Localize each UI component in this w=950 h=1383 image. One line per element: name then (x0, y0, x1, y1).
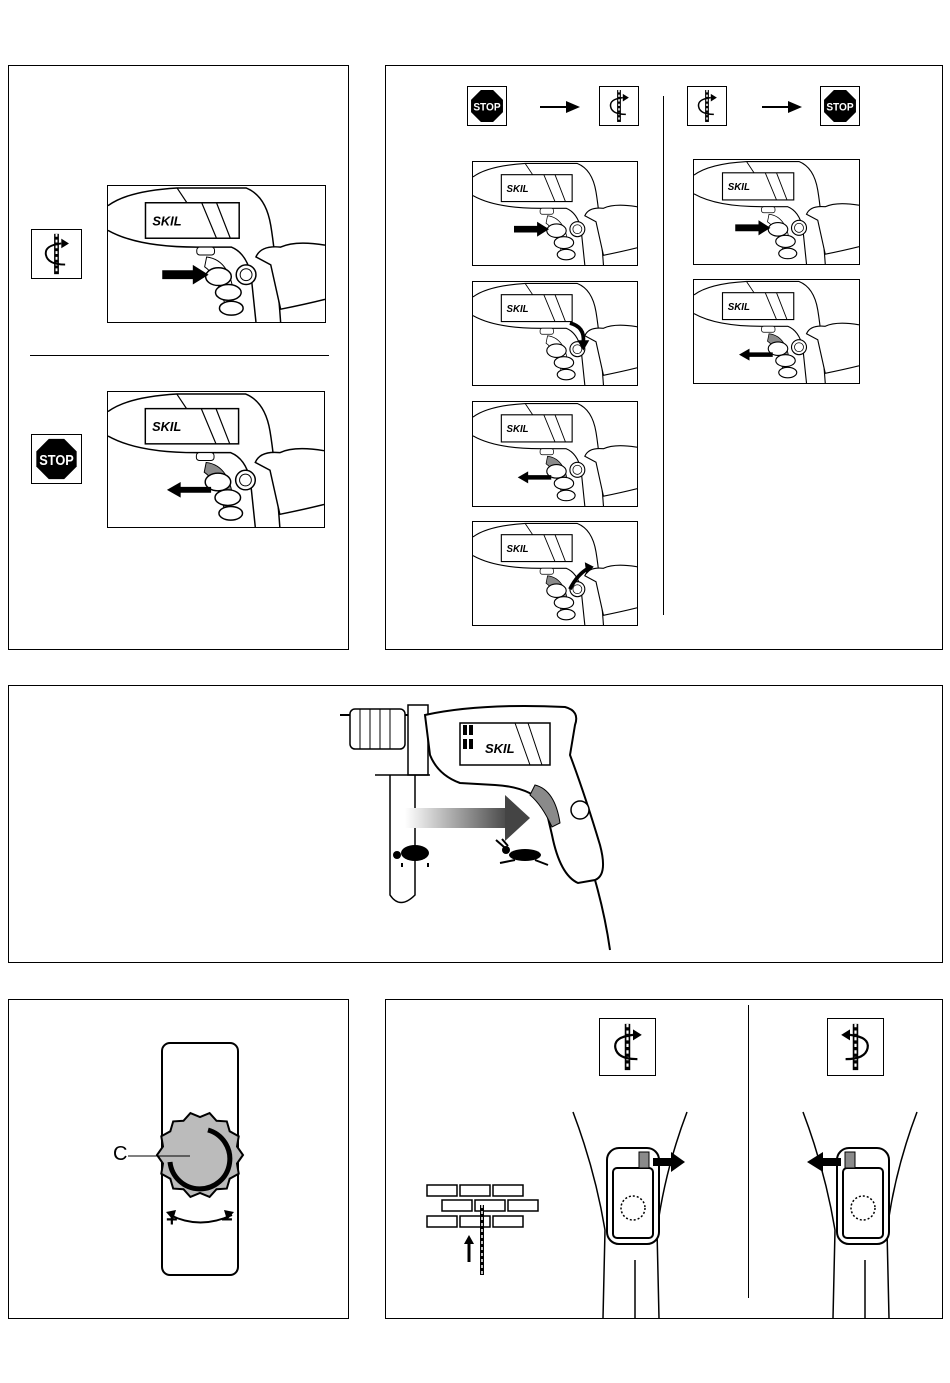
divider (663, 96, 664, 615)
arrow-right-icon (540, 101, 580, 113)
drill-trigger-release-illustration: SKIL (107, 391, 325, 528)
drill-rotate-icon (599, 1018, 656, 1076)
brand-logo: SKIL (507, 304, 529, 315)
lock-step-3-release: SKIL (472, 401, 638, 507)
drill-rotate-icon (31, 229, 82, 279)
panel-variable-speed (8, 685, 943, 963)
drill-rotate-icon (687, 86, 727, 126)
brand-logo: SKIL (152, 213, 181, 228)
speed-dial-label: C (113, 1143, 128, 1165)
lock-step-4-unlock: SKIL (472, 521, 638, 626)
stop-sign-icon: STOP (31, 434, 82, 484)
speed-plus-label: + (166, 1209, 178, 1231)
drill-rotate-reverse-icon (827, 1018, 884, 1076)
panel-switch-on-off (8, 65, 349, 650)
brand-logo: SKIL (485, 741, 515, 756)
stop-sign-icon: STOP (467, 86, 507, 126)
drill-side-illustration: SKIL (340, 704, 611, 951)
brand-logo: SKIL (152, 419, 181, 434)
panel-rotation-direction (385, 999, 943, 1319)
drill-rotate-icon (599, 86, 639, 126)
direction-switch-forward-illustration (572, 1111, 688, 1319)
speed-arrow (405, 808, 510, 828)
speed-minus-label: − (221, 1209, 233, 1231)
stop-label: STOP (39, 453, 74, 469)
divider (748, 1005, 749, 1298)
divider (30, 355, 329, 356)
unlock-step-2-release: SKIL (693, 279, 860, 384)
brand-logo: SKIL (507, 184, 529, 195)
direction-switch-reverse-illustration (802, 1111, 918, 1319)
panel-speed-dial (8, 999, 349, 1319)
brand-logo: SKIL (728, 302, 750, 313)
unlock-step-1-press: SKIL (693, 159, 860, 265)
lock-step-1-press: SKIL (472, 161, 638, 266)
speed-dial-illustration (128, 1042, 245, 1276)
drill-trigger-press-illustration: SKIL (107, 185, 326, 323)
arrow-right-icon (762, 101, 802, 113)
brand-logo: SKIL (728, 182, 750, 193)
panel-lock-on (385, 65, 943, 650)
stop-sign-icon: STOP (820, 86, 860, 126)
turtle-icon (393, 845, 429, 867)
stop-label: STOP (473, 102, 501, 114)
stop-label: STOP (826, 102, 854, 114)
brand-logo: SKIL (507, 544, 529, 555)
brick-wall-drill-illustration (426, 1184, 539, 1275)
brand-logo: SKIL (507, 424, 529, 435)
lock-step-2-lock: SKIL (472, 281, 638, 386)
rabbit-icon (495, 838, 549, 866)
